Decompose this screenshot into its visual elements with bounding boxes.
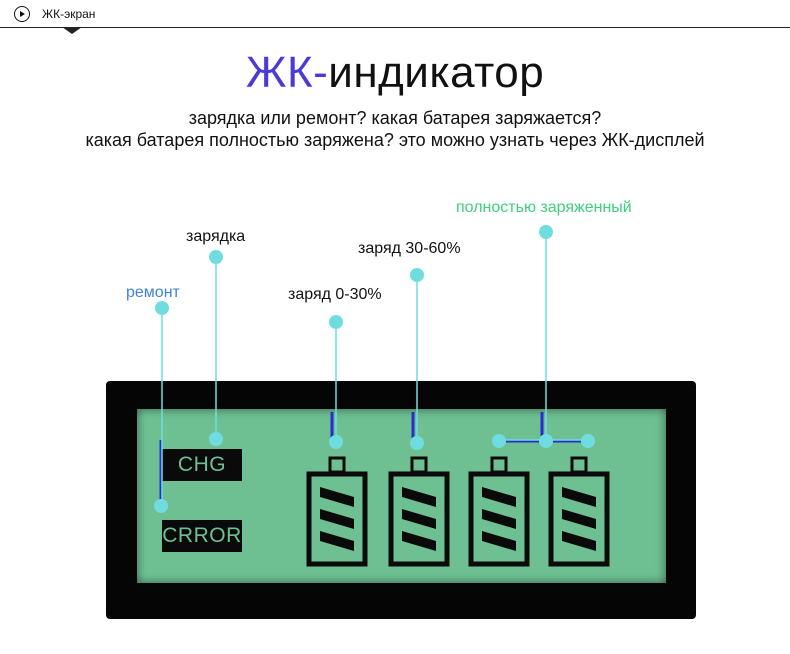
lcd-error-indicator: CRROR [162, 520, 242, 552]
tab-lcd-screen[interactable]: ЖК-экран [14, 4, 95, 24]
battery-icon-slot-3 [468, 456, 530, 567]
battery-icon-slot-1 [306, 456, 368, 567]
marker-dot-full-top [539, 225, 553, 239]
battery-icon-slot-4 [548, 456, 610, 567]
subtitle-line-1: зарядка или ремонт? какая батарея заряжа… [188, 108, 602, 128]
tab-label: ЖК-экран [42, 7, 96, 21]
callout-fully-charged: полностью заряженный [456, 199, 632, 216]
page-title: ЖК-индикатор [0, 48, 790, 98]
callout-charge-0-30: заряд 0-30% [288, 286, 382, 303]
marker-dot-repair-top [155, 301, 169, 315]
lcd-chg-indicator: CHG [162, 449, 242, 481]
play-circle-icon [14, 6, 30, 22]
battery-icon-slot-2 [388, 456, 450, 567]
marker-dot-0-30-top [329, 315, 343, 329]
top-tab-bar: ЖК-экран [0, 0, 790, 28]
title-rest: индикатор [328, 48, 545, 97]
marker-dot-30-60-top [410, 268, 424, 282]
callout-charging: зарядка [186, 228, 246, 245]
callout-charge-30-60: заряд 30-60% [358, 240, 461, 257]
callout-repair: ремонт [126, 284, 180, 301]
subtitle-line-2: какая батарея полностью заряжена? это мо… [85, 130, 705, 150]
marker-dot-charging-top [209, 250, 223, 264]
title-accent: ЖК- [245, 48, 329, 97]
tab-active-indicator [62, 27, 82, 34]
